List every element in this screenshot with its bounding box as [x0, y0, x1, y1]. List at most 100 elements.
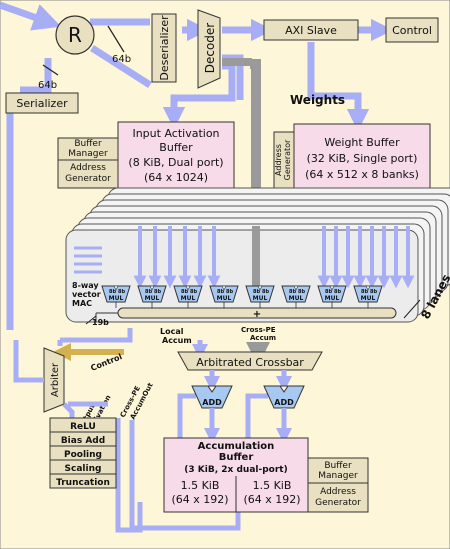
- mul-label-8: MUL: [361, 295, 376, 302]
- mul-label-2: MUL: [145, 295, 160, 302]
- input-buffer-title: Input Activation: [132, 127, 219, 140]
- mul-label-3: MUL: [181, 295, 196, 302]
- local-accum-label-1: Local: [160, 327, 184, 336]
- bits-label: 19b: [92, 318, 109, 327]
- decoder-box: [197, 9, 221, 89]
- adder-2-label: ADD: [274, 398, 294, 407]
- mul-unit-6: [281, 285, 311, 303]
- mul-bits-a-4: 8b: [217, 289, 224, 295]
- mul-unit-1: [101, 285, 131, 303]
- mul-bits-a-3: 8b: [181, 289, 188, 295]
- mul-label-1: MUL: [109, 295, 124, 302]
- post-op-5: [49, 473, 117, 489]
- mul-label-6: MUL: [289, 295, 304, 302]
- mul-bits-a-6: 8b: [289, 289, 296, 295]
- post-op-label-5: Truncation: [56, 478, 110, 488]
- accum-buffer-manager-box: [307, 457, 369, 513]
- decoder-label: Decoder: [203, 23, 217, 74]
- mac-label-2: MAC: [72, 299, 92, 308]
- adder-1-label: ADD: [202, 398, 222, 407]
- mul-bits-a-5: 8b: [253, 289, 260, 295]
- weight-buffer-box: [293, 123, 431, 189]
- cross-pe-accum-label-2: Accum: [250, 334, 276, 342]
- mul-bits-a-2: 8b: [145, 289, 152, 295]
- mul-bits-b-8: 8b: [370, 289, 377, 295]
- accum-bank-2-size: 1.5 KiB: [253, 479, 292, 492]
- local-accum-label-2: Accum: [162, 336, 192, 345]
- mul-unit-5: [245, 285, 275, 303]
- accum-address-generator-label: Address Generator: [315, 487, 361, 508]
- mul-label-7: MUL: [325, 295, 340, 302]
- deserializer-box: [151, 13, 177, 83]
- accum-bank-1-dims: (64 x 192): [171, 493, 228, 506]
- mac-label-1: vector: [72, 290, 101, 299]
- width-label-b: 64b: [38, 80, 57, 91]
- mul-label-4: MUL: [217, 295, 232, 302]
- accum-buffer-size: (3 KiB, 2x dual-port): [184, 465, 287, 475]
- weight-buffer-dims: (64 x 512 x 8 banks): [305, 168, 419, 181]
- accum-buffer-title: Accumulation: [198, 441, 275, 452]
- mul-unit-2: [137, 285, 167, 303]
- width-label-a: 64b: [112, 54, 131, 65]
- serializer-box: [5, 92, 79, 114]
- post-op-label-4: Scaling: [65, 464, 102, 474]
- router-node: [55, 15, 95, 55]
- mul-bits-b-2: 8b: [154, 289, 161, 295]
- mul-bits-b-1: 8b: [118, 289, 125, 295]
- post-op-label-2: Bias Add: [61, 436, 105, 446]
- mul-unit-7: [317, 285, 347, 303]
- cross-pe-accum-label-1: Cross-PE: [241, 326, 276, 334]
- crossbar-label: Arbitrated Crossbar: [196, 356, 304, 369]
- input-buffer-title2: Buffer: [159, 141, 193, 154]
- mul-bits-a-1: 8b: [109, 289, 116, 295]
- accum-bank-1-size: 1.5 KiB: [181, 479, 220, 492]
- mul-bits-b-6: 8b: [298, 289, 305, 295]
- adder-1: [191, 385, 233, 409]
- mul-bits-a-8: 8b: [361, 289, 368, 295]
- accum-buffer-manager-label: Buffer Manager: [318, 461, 358, 481]
- mul-bits-b-3: 8b: [190, 289, 197, 295]
- mul-unit-8: [353, 285, 383, 303]
- axi-slave-box: [263, 19, 359, 41]
- return-paths: [62, 401, 241, 533]
- mul-unit-3: [173, 285, 203, 303]
- input-address-generator-label: Address Generator: [65, 163, 111, 184]
- control-box: [385, 17, 439, 43]
- serializer-label: Serializer: [16, 97, 68, 110]
- control-label: Control: [392, 24, 432, 37]
- mul-unit-4: [209, 285, 239, 303]
- width-tick-b: [42, 64, 59, 76]
- arbitrated-crossbar: [177, 351, 323, 371]
- weights-arrow: [307, 42, 370, 132]
- mac-label-0: 8-way: [72, 281, 99, 290]
- arbiter-label: Arbiter: [50, 362, 61, 397]
- mul-bits-b-5: 8b: [262, 289, 269, 295]
- weights-label: Weights: [290, 93, 345, 107]
- post-op-label-1: ReLU: [70, 422, 96, 432]
- mul-bits-a-7: 8b: [325, 289, 332, 295]
- input-buffer-manager-box: [57, 137, 119, 189]
- mul-label-5: MUL: [253, 295, 268, 302]
- deserializer-label: Deserializer: [158, 15, 171, 81]
- crossbar-to-adders: [177, 370, 293, 440]
- accum-bank-2-dims: (64 x 192): [243, 493, 300, 506]
- input-buffer-size: (8 KiB, Dual port): [128, 156, 223, 169]
- mul-bits-b-7: 8b: [334, 289, 341, 295]
- adder-2: [263, 385, 305, 409]
- input-buffer-manager-label: Buffer Manager: [68, 139, 108, 159]
- input-buffer-box: [117, 121, 235, 189]
- accum-buffer-title2: Buffer: [219, 452, 254, 463]
- mul-bits-b-4: 8b: [226, 289, 233, 295]
- weight-buffer-title: Weight Buffer: [324, 136, 400, 149]
- width-tick-a: [107, 25, 125, 53]
- adder-tree-label: +: [253, 309, 261, 320]
- axi-slave-label: AXI Slave: [285, 24, 337, 37]
- router-symbol: R: [68, 23, 82, 47]
- weight-buffer-size: (32 KiB, Single port): [307, 152, 418, 165]
- weight-address-generator-label: Address Generator: [274, 139, 292, 181]
- post-op-label-3: Pooling: [64, 450, 102, 460]
